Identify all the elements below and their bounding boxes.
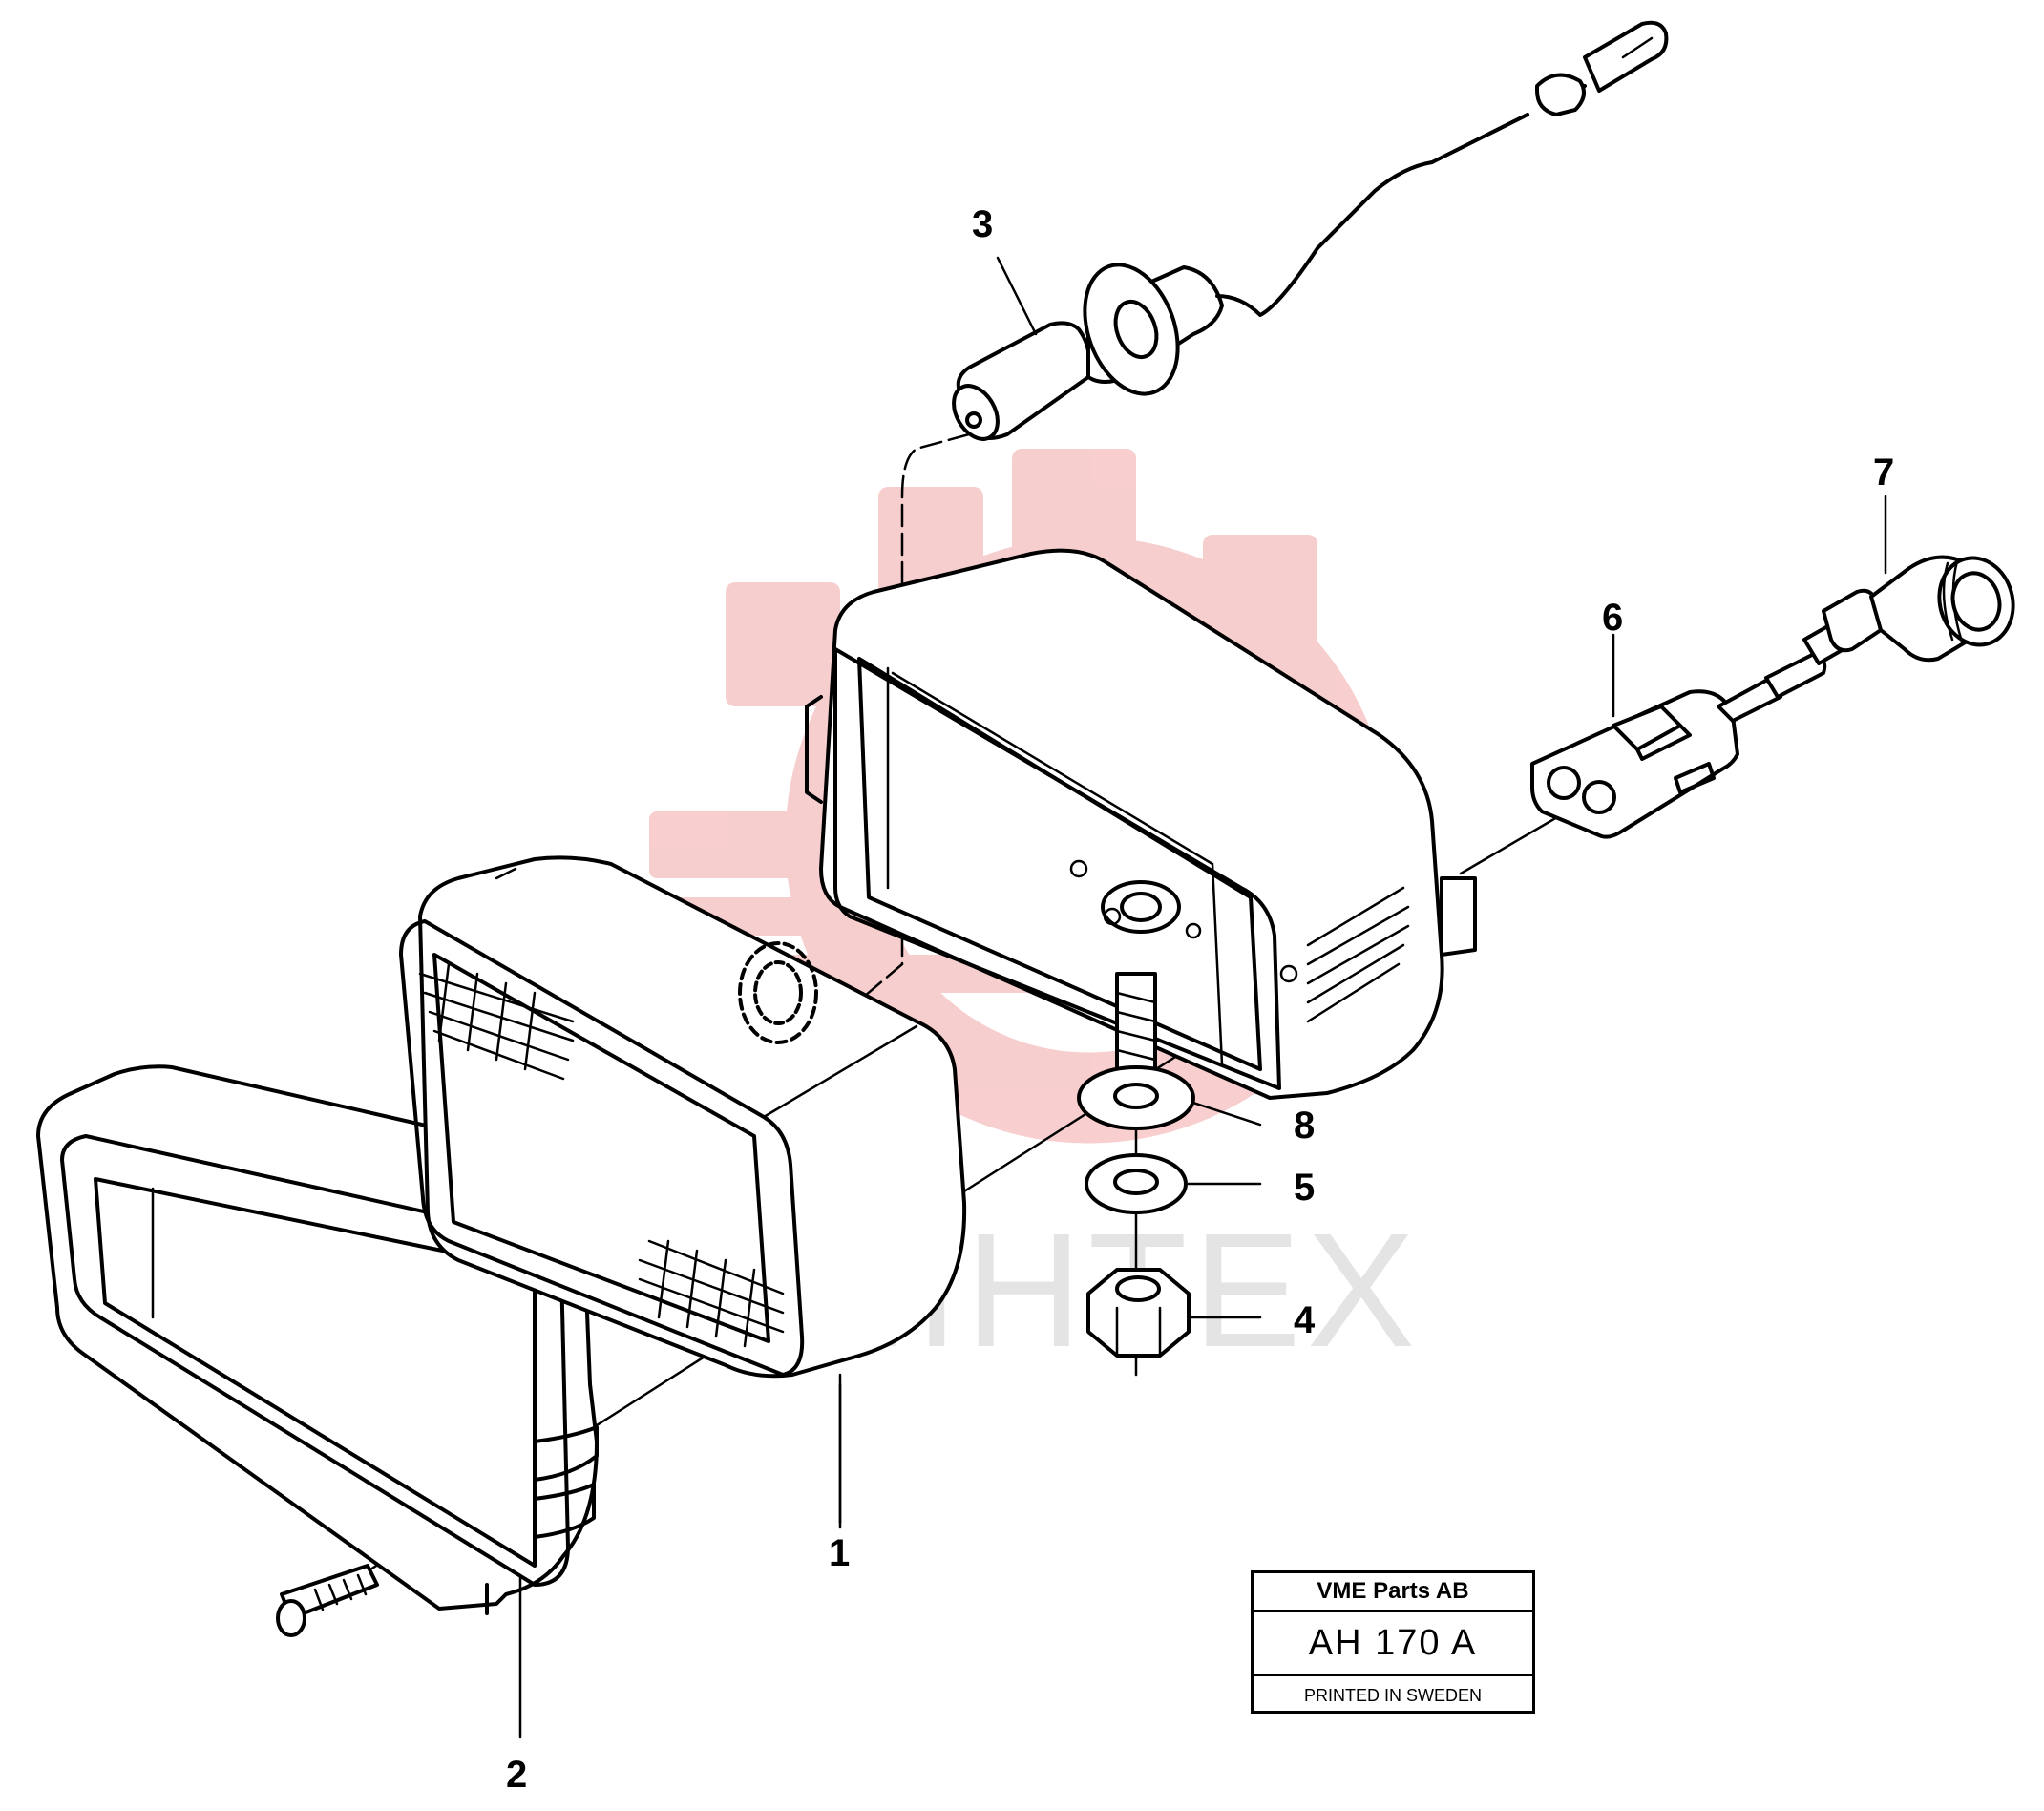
title-block-company: VME Parts AB: [1254, 1573, 1532, 1612]
callout-8: 8: [1294, 1105, 1315, 1147]
callout-7: 7: [1873, 452, 1894, 494]
lamp-lens-assembly: [399, 855, 967, 1529]
callout-4: 4: [1294, 1299, 1316, 1341]
callout-6: 6: [1602, 597, 1623, 639]
callout-5: 5: [1294, 1167, 1315, 1209]
title-block: VME Parts AB AH 170 A PRINTED IN SWEDEN: [1251, 1570, 1535, 1714]
title-block-printed: PRINTED IN SWEDEN: [1303, 1686, 1482, 1705]
callout-leaders: [518, 256, 1887, 1739]
connector-housing: [1530, 652, 1827, 839]
hex-nut: [1086, 1268, 1191, 1358]
spring-washer: [1085, 1153, 1188, 1214]
elbow-boot: [1802, 555, 2015, 665]
callout-2: 2: [506, 1754, 527, 1796]
bulb-holder: [952, 20, 1669, 441]
washer-large: [1077, 1065, 1195, 1130]
callout-1: 1: [829, 1532, 850, 1574]
screw: [276, 1564, 379, 1637]
lamp-rear-housing: [805, 548, 1477, 1100]
title-block-drawing-code: AH 170 A: [1254, 1612, 1532, 1676]
callout-3: 3: [972, 203, 993, 245]
